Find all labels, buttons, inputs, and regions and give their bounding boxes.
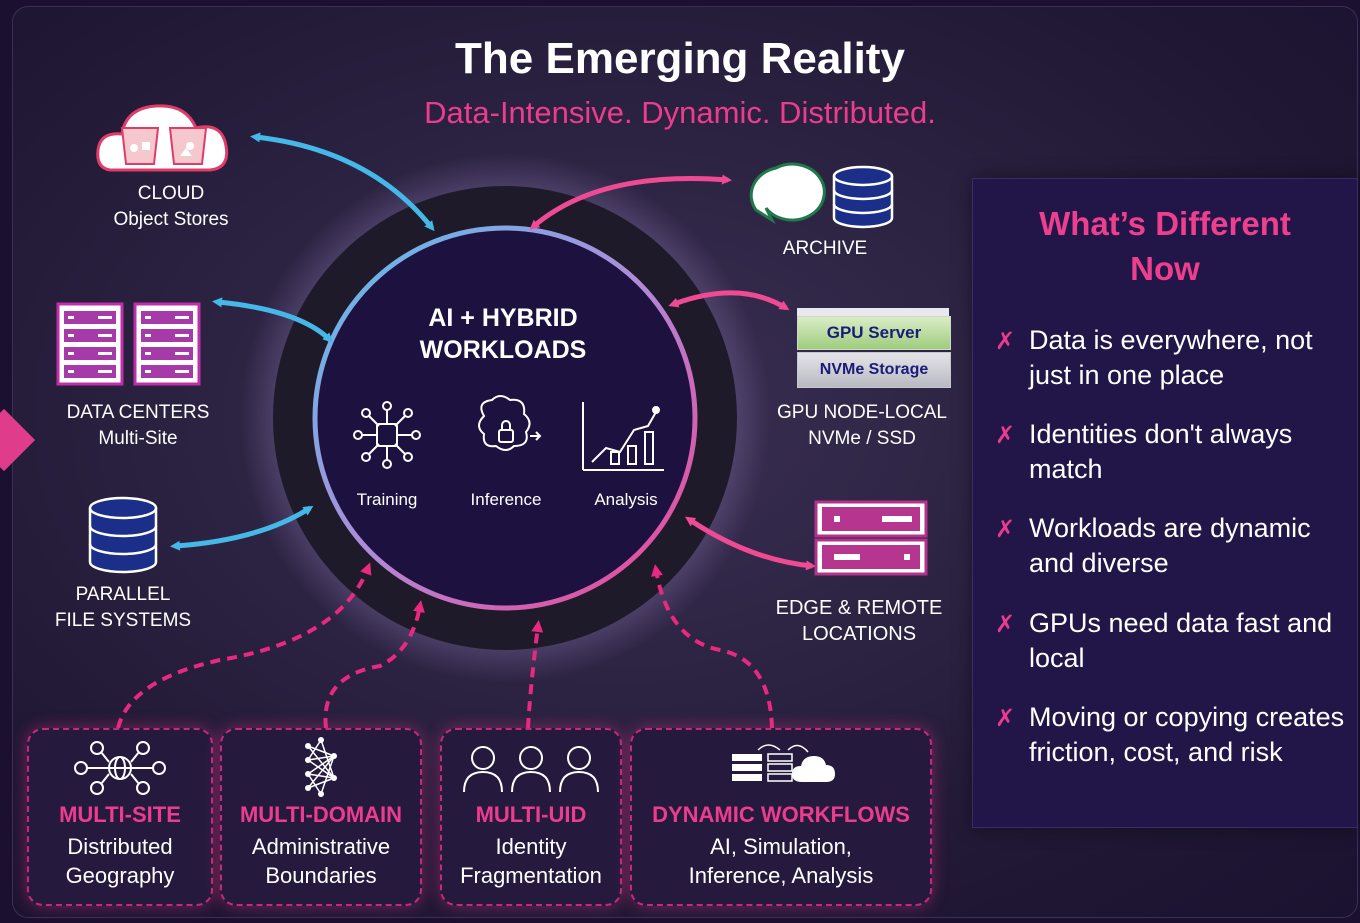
challenge-subtitle-line2: Geography <box>65 863 175 888</box>
archive-icon <box>749 162 894 229</box>
challenge-card-dynamic-workflows: DYNAMIC WORKFLOWS AI, Simulation, Infere… <box>630 728 932 906</box>
challenge-subtitle-line1: Distributed <box>67 834 173 859</box>
cloud-label-line2: Object Stores <box>113 209 229 230</box>
edge-arrow <box>685 516 816 571</box>
archive-arrow <box>529 174 732 230</box>
panel-item: GPUs need data fast and local <box>1029 608 1333 673</box>
whats-different-panel: What’s Different Now ✗ Data is everywher… <box>972 178 1358 828</box>
datacenter-label: DATA CENTERS Multi-Site <box>38 400 238 452</box>
gpu-label-line2: NVMe / SSD <box>808 428 916 449</box>
archive-label: ARCHIVE <box>782 238 868 259</box>
nvme-storage-box-label: NVMe Storage <box>797 352 951 388</box>
network-document-icon <box>353 401 421 469</box>
hub-title-line2: WORKLOADS <box>419 336 587 364</box>
pfs-label-line2: FILE SYSTEMS <box>54 610 192 631</box>
gpu-server-cap <box>797 308 949 318</box>
panel-title-line2: Now <box>1130 250 1200 287</box>
edge-server-icon <box>814 500 928 576</box>
challenge-card-multi-uid: MULTI-UID Identity Fragmentation <box>440 728 622 906</box>
gpu-arrow <box>668 290 790 311</box>
chart-icon <box>582 402 664 471</box>
challenge-subtitle: Identity Fragmentation <box>442 832 620 890</box>
edge-label-line2: LOCATIONS <box>801 623 917 645</box>
database-icon <box>88 496 158 574</box>
x-mark-icon: ✗ <box>995 328 1016 355</box>
panel-title: What’s Different Now <box>973 201 1357 291</box>
x-mark-icon: ✗ <box>995 422 1016 449</box>
pfs-arrow <box>170 505 314 551</box>
datacenter-label-line2: Multi-Site <box>98 428 178 449</box>
panel-item: Data is everywhere, not just in one plac… <box>1029 325 1313 390</box>
workflow-icon <box>732 744 835 782</box>
datacenter-arrow <box>212 297 333 343</box>
challenge-title: MULTI-UID <box>475 802 587 827</box>
hub-label-analysis: Analysis <box>594 490 658 509</box>
challenge-subtitle-line2: Inference, Analysis <box>688 863 874 888</box>
cloud-label-line1: CLOUD <box>137 183 205 204</box>
challenge-title: MULTI-SITE <box>59 802 181 827</box>
cloud-arrow <box>250 132 435 232</box>
gpu-label: GPU NODE-LOCAL NVMe / SSD <box>752 400 972 452</box>
multi-domain-arrow <box>323 600 425 729</box>
gpu-label-line1: GPU NODE-LOCAL <box>777 402 947 423</box>
x-mark-icon: ✗ <box>995 516 1016 543</box>
challenge-subtitle: Distributed Geography <box>29 832 211 890</box>
inner-ring <box>312 225 698 611</box>
challenge-subtitle-line1: Identity <box>495 834 567 859</box>
multi-site-arrow <box>116 562 372 729</box>
datacenter-label-line1: DATA CENTERS <box>66 402 210 423</box>
x-mark-icon: ✗ <box>995 611 1016 638</box>
challenge-title: MULTI-DOMAIN <box>239 802 403 827</box>
hub-title: AI + HYBRID WORKLOADS <box>372 302 634 366</box>
multi-site-icon <box>74 741 166 795</box>
multi-uid-arrow <box>526 620 544 729</box>
challenge-subtitle-line2: Boundaries <box>265 863 377 888</box>
panel-item: Identities don't always match <box>1029 419 1293 484</box>
challenge-subtitle: AI, Simulation, Inference, Analysis <box>632 832 930 890</box>
hub-title-line1: AI + HYBRID <box>428 304 578 332</box>
challenge-subtitle-line2: Fragmentation <box>460 863 602 888</box>
x-mark-icon: ✗ <box>995 705 1016 732</box>
pfs-label: PARALLEL FILE SYSTEMS <box>28 582 218 634</box>
workflow-arrow <box>651 564 774 729</box>
panel-item: Moving or copying creates friction, cost… <box>1029 702 1345 767</box>
neural-net-icon <box>305 737 337 797</box>
hub-label-training: Training <box>356 490 418 509</box>
hub-label-inference: Inference <box>470 490 542 509</box>
cloud-buckets-icon <box>96 104 229 172</box>
panel-item: Workloads are dynamic and diverse <box>1029 513 1311 578</box>
challenge-card-multi-site: MULTI-SITE Distributed Geography <box>27 728 213 906</box>
panel-title-line1: What’s Different <box>1039 205 1291 242</box>
challenge-subtitle-line1: Administrative <box>251 834 391 859</box>
edge-label-line1: EDGE & REMOTE <box>775 597 943 619</box>
challenge-subtitle: Administrative Boundaries <box>222 832 420 890</box>
page-title: The Emerging Reality <box>455 34 905 83</box>
pfs-label-line1: PARALLEL <box>75 584 171 605</box>
challenge-card-multi-domain: MULTI-DOMAIN Administrative Boundaries <box>220 728 422 906</box>
edge-label: EDGE & REMOTE LOCATIONS <box>748 595 970 647</box>
gpu-server-box-label: GPU Server <box>797 316 951 350</box>
cloud-label: CLOUD Object Stores <box>86 181 256 233</box>
brain-lock-icon <box>478 395 542 451</box>
server-racks-icon <box>56 302 201 386</box>
page-subtitle: Data-Intensive. Dynamic. Distributed. <box>424 95 936 130</box>
challenge-subtitle-line1: AI, Simulation, <box>710 834 852 859</box>
challenge-title: DYNAMIC WORKFLOWS <box>652 802 910 827</box>
gpu-server-icon: GPU Server NVMe Storage <box>797 308 951 390</box>
users-icon <box>463 746 599 793</box>
